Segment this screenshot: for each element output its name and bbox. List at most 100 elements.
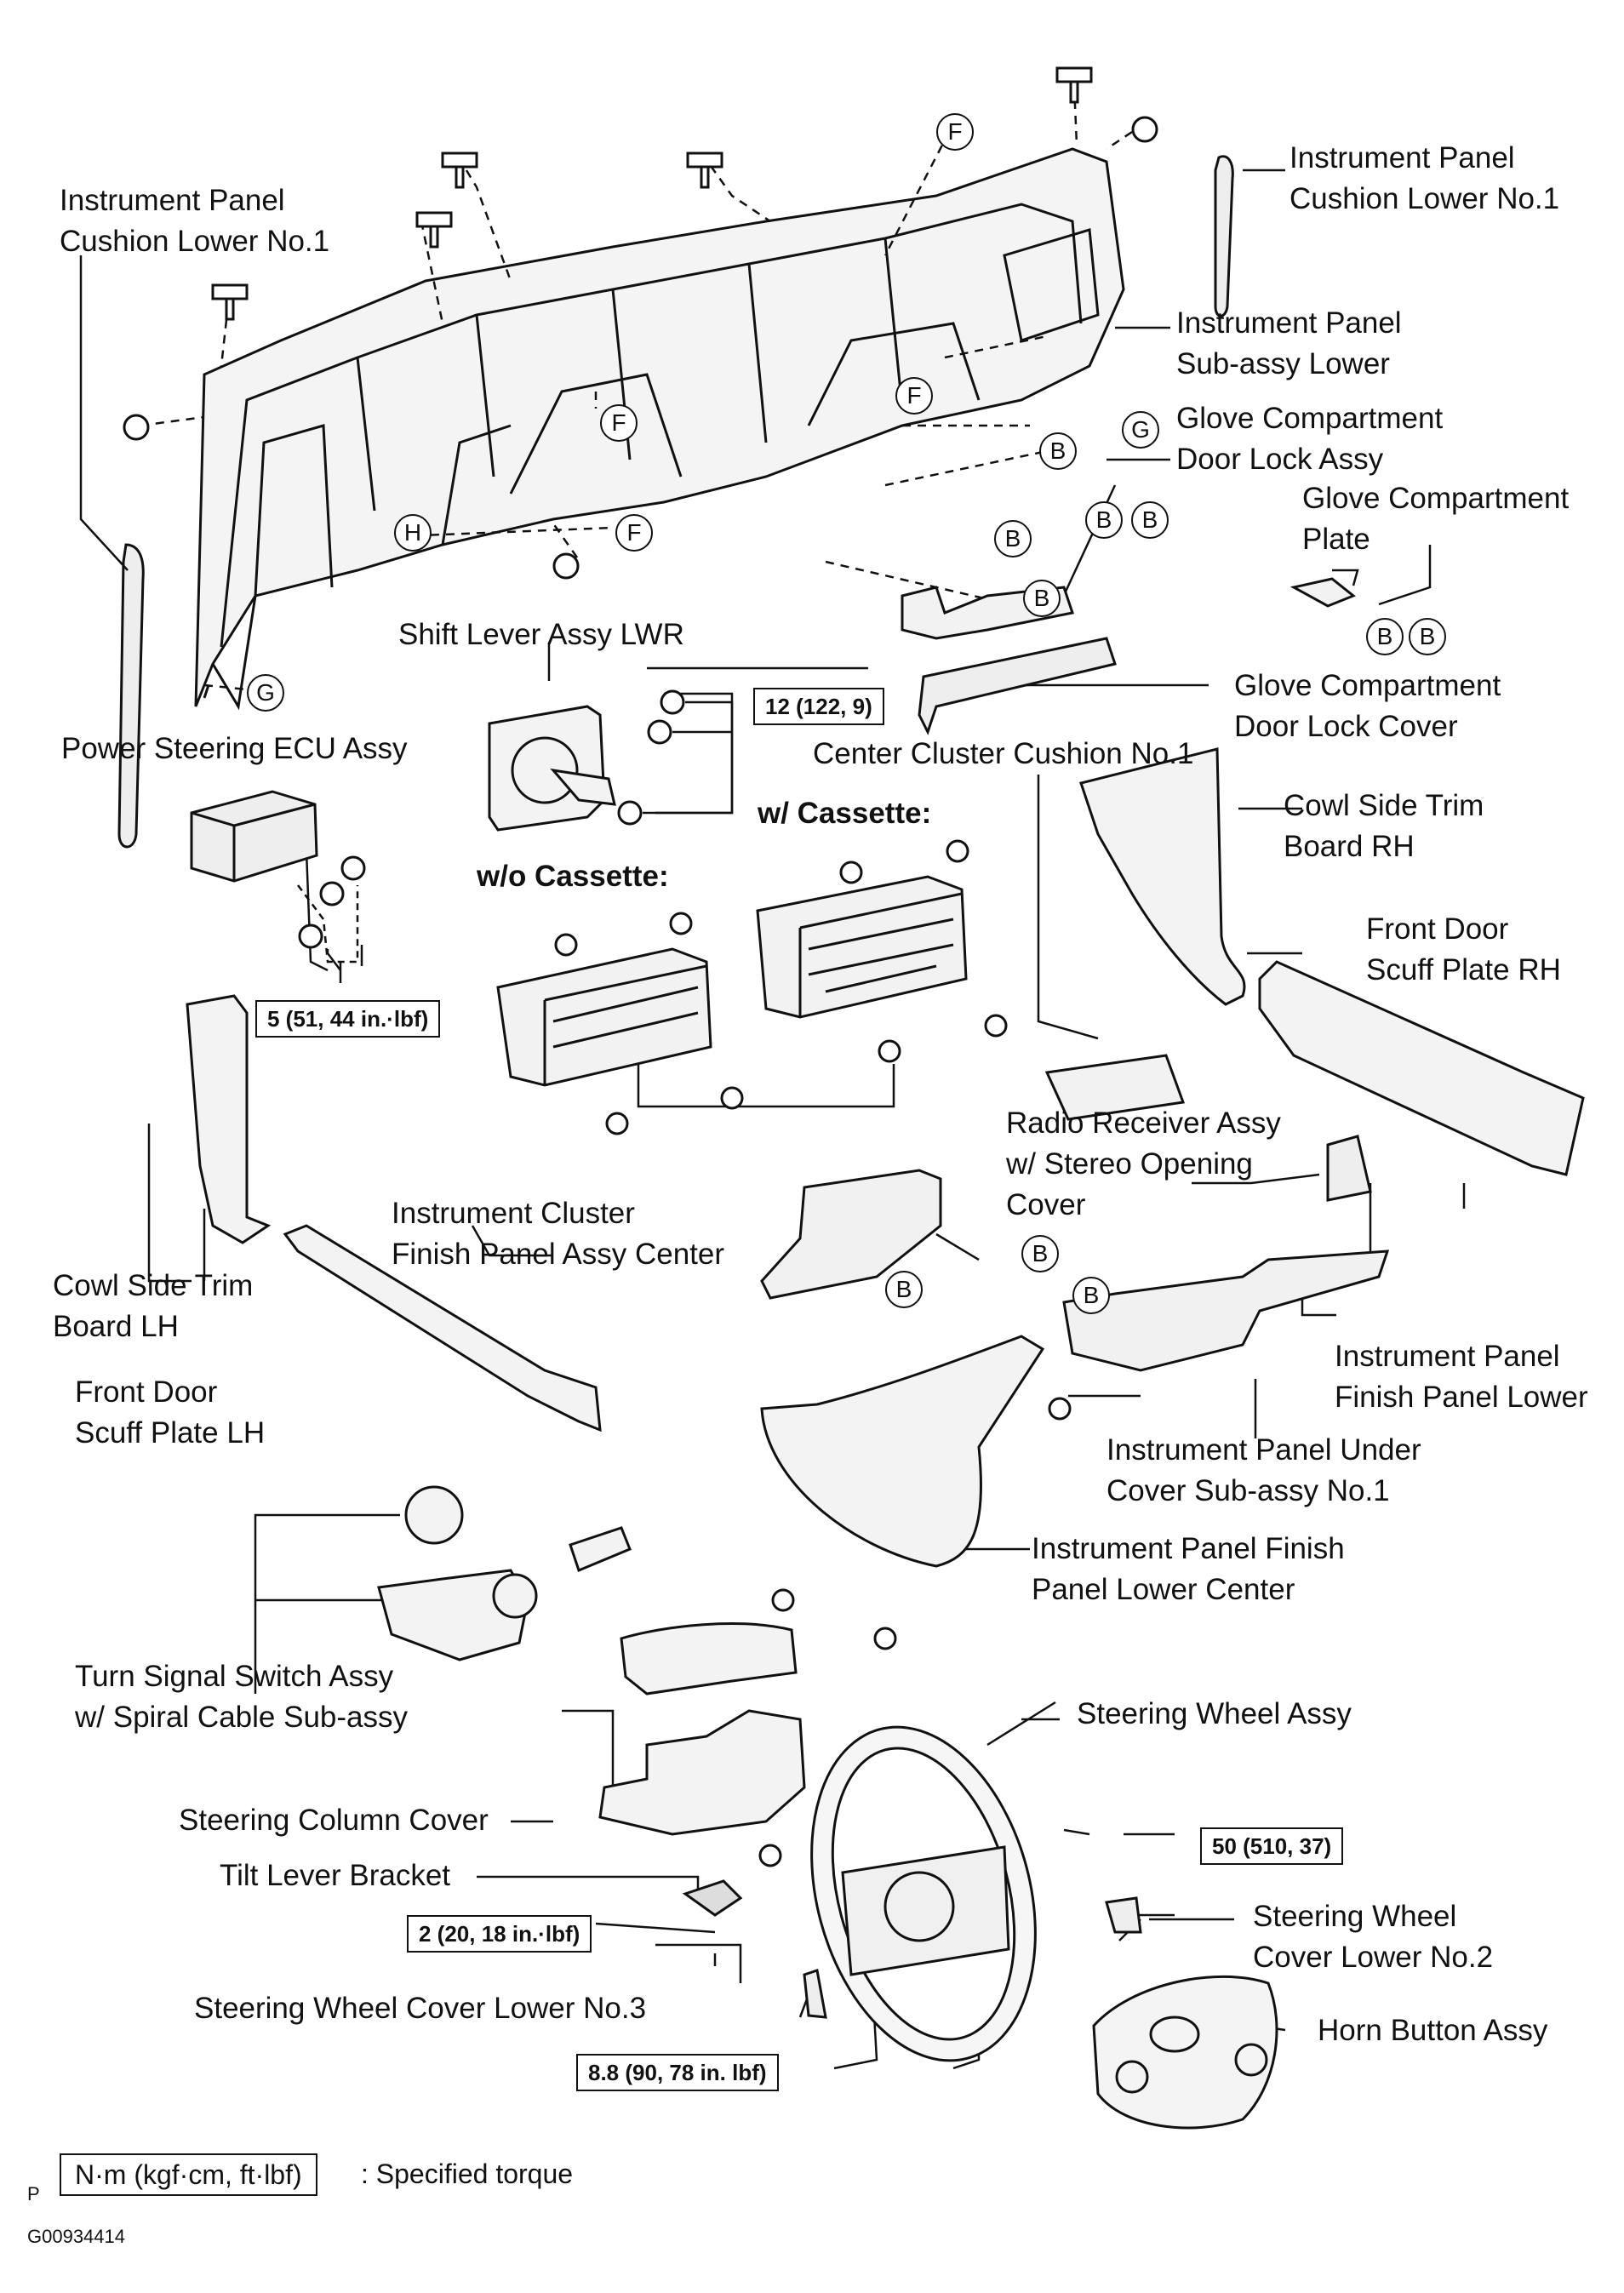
label-ip-under-cover-1: Instrument Panel Under: [1106, 1433, 1421, 1467]
callout-b: B: [1072, 1277, 1110, 1314]
label-ip-finish-lower-center-1: Instrument Panel Finish: [1032, 1532, 1345, 1565]
ip-finish-panel-lower: [1326, 1135, 1372, 1202]
label-radio-receiver-3: Cover: [1006, 1188, 1086, 1221]
radio-without-cassette: [496, 947, 712, 1087]
label-front-door-scuff-rh-1: Front Door: [1366, 912, 1509, 946]
label-glove-plate-2: Plate: [1302, 523, 1370, 556]
label-ic-finish-panel-2: Finish Panel Assy Center: [392, 1238, 725, 1271]
ip-under-cover: [1062, 1249, 1390, 1372]
glove-door-lock-cover: [918, 637, 1117, 735]
callout-b: B: [1085, 501, 1123, 539]
label-ip-finish-panel-lower-1: Instrument Panel: [1335, 1340, 1560, 1373]
label-front-door-scuff-rh-2: Scuff Plate RH: [1366, 953, 1561, 986]
shift-lever-bolts: [617, 689, 685, 826]
center-cluster-cushion: [1044, 1054, 1186, 1121]
label-front-door-scuff-lh-1: Front Door: [75, 1375, 218, 1409]
label-ip-cushion-lower-right-2: Cushion Lower No.1: [1289, 182, 1560, 215]
steering-column-cover: [598, 1622, 806, 1836]
radio-with-cassette: [756, 875, 968, 1019]
footer-p: P: [27, 2183, 40, 2204]
callout-f: F: [895, 377, 933, 415]
callout-b: B: [1366, 618, 1404, 655]
torque-8-8: 8.8 (90, 78 in. lbf): [576, 2054, 779, 2091]
sw-cover-lower-no2: [1105, 1896, 1142, 1934]
label-radio-receiver-1: Radio Receiver Assy: [1006, 1106, 1281, 1140]
cushion-lower-right-strip: [1214, 155, 1234, 317]
radio-screws: [554, 839, 1008, 1135]
label-cowl-side-trim-lh-1: Cowl Side Trim: [53, 1269, 254, 1302]
legend-unit-box: N·m (kgf·cm, ft·lbf): [60, 2153, 317, 2196]
callout-f: F: [600, 404, 638, 442]
torque-50: 50 (510, 37): [1200, 1827, 1344, 1865]
label-ip-cushion-lower-right-1: Instrument Panel: [1289, 141, 1515, 174]
label-glove-door-lock-2: Door Lock Assy: [1176, 443, 1384, 476]
label-tilt-lever-bracket: Tilt Lever Bracket: [220, 1859, 451, 1892]
frame-screws: [123, 66, 1158, 580]
callout-b: B: [885, 1271, 923, 1308]
label-glove-door-lock-1: Glove Compartment: [1176, 402, 1444, 435]
label-ic-finish-panel-1: Instrument Cluster: [392, 1197, 635, 1230]
torque-2: 2 (20, 18 in.·lbf): [407, 1915, 592, 1953]
cowl-side-trim-rh: [1079, 747, 1246, 1006]
torque-12: 12 (122, 9): [753, 688, 884, 725]
legend-text: : Specified torque: [361, 2159, 574, 2189]
label-sw-cover-no2-2: Cover Lower No.2: [1253, 1941, 1494, 1974]
label-center-cluster-cushion: Center Cluster Cushion No.1: [813, 737, 1194, 770]
sw-cover-lower-no3: [803, 1969, 827, 2019]
cowl-side-trim-lh: [186, 994, 272, 1244]
callout-b: B: [1021, 1235, 1059, 1272]
front-door-scuff-lh: [283, 1224, 602, 1432]
footer-code: G00934414: [27, 2226, 125, 2247]
label-without-cassette: w/o Cassette:: [477, 860, 669, 893]
label-sw-cover-no3: Steering Wheel Cover Lower No.3: [194, 1992, 647, 2025]
label-glove-plate-1: Glove Compartment: [1302, 482, 1570, 515]
label-ip-sub-assy-lower-2: Sub-assy Lower: [1176, 347, 1390, 380]
label-ip-under-cover-2: Cover Sub-assy No.1: [1106, 1474, 1390, 1507]
shift-bolt-leaders: [643, 700, 734, 815]
label-cowl-side-trim-rh-1: Cowl Side Trim: [1284, 789, 1484, 822]
label-ip-finish-panel-lower-2: Finish Panel Lower: [1335, 1381, 1588, 1414]
column-screws: [758, 1397, 1072, 1867]
callout-h: H: [394, 514, 432, 552]
callout-g: G: [1122, 411, 1159, 449]
label-front-door-scuff-lh-2: Scuff Plate LH: [75, 1416, 266, 1450]
callout-b: B: [1039, 432, 1077, 470]
callout-g: G: [247, 674, 284, 712]
label-sw-cover-no2-1: Steering Wheel: [1253, 1900, 1457, 1933]
label-turn-signal-switch-1: Turn Signal Switch Assy: [75, 1660, 394, 1693]
label-turn-signal-switch-2: w/ Spiral Cable Sub-assy: [75, 1701, 408, 1734]
label-ip-cushion-lower-left-2: Cushion Lower No.1: [60, 225, 330, 258]
front-door-scuff-rh: [1258, 960, 1585, 1176]
label-ip-sub-assy-lower-1: Instrument Panel: [1176, 306, 1402, 340]
label-steering-wheel: Steering Wheel Assy: [1077, 1697, 1352, 1730]
ip-finish-lower-center: [760, 1335, 1045, 1568]
label-power-steering-ecu: Power Steering ECU Assy: [61, 732, 408, 765]
label-glove-door-lock-cover-2: Door Lock Cover: [1234, 710, 1458, 743]
ic-finish-panel-center: [760, 1169, 942, 1300]
power-steering-ecu: [190, 790, 318, 883]
label-cowl-side-trim-rh-2: Board RH: [1284, 830, 1415, 863]
steering-wheel: [810, 1725, 1037, 2062]
label-ip-finish-lower-center-2: Panel Lower Center: [1032, 1573, 1295, 1606]
callout-b: B: [1131, 501, 1169, 539]
horn-button: [1092, 1975, 1278, 2130]
label-cowl-side-trim-lh-2: Board LH: [53, 1310, 179, 1343]
callout-b: B: [1409, 618, 1446, 655]
cushion-lower-left-strip: [117, 543, 145, 849]
torque-5: 5 (51, 44 in.·lbf): [255, 1000, 441, 1038]
ecu-bolts: [298, 855, 366, 949]
label-with-cassette: w/ Cassette:: [758, 797, 932, 830]
callout-b: B: [994, 520, 1032, 558]
callout-f: F: [936, 113, 974, 151]
turn-signal-switch: [377, 1485, 632, 1661]
label-ip-cushion-lower-left-1: Instrument Panel: [60, 184, 285, 217]
label-horn-button: Horn Button Assy: [1318, 2014, 1548, 2047]
label-shift-lever: Shift Lever Assy LWR: [398, 618, 684, 651]
label-radio-receiver-2: w/ Stereo Opening: [1006, 1147, 1253, 1181]
instrument-panel-frame: [194, 147, 1125, 711]
tilt-lever-bracket: [682, 1879, 743, 1917]
callout-f: F: [615, 514, 653, 552]
label-glove-door-lock-cover-1: Glove Compartment: [1234, 669, 1501, 702]
shift-lever-assy: [488, 705, 616, 832]
